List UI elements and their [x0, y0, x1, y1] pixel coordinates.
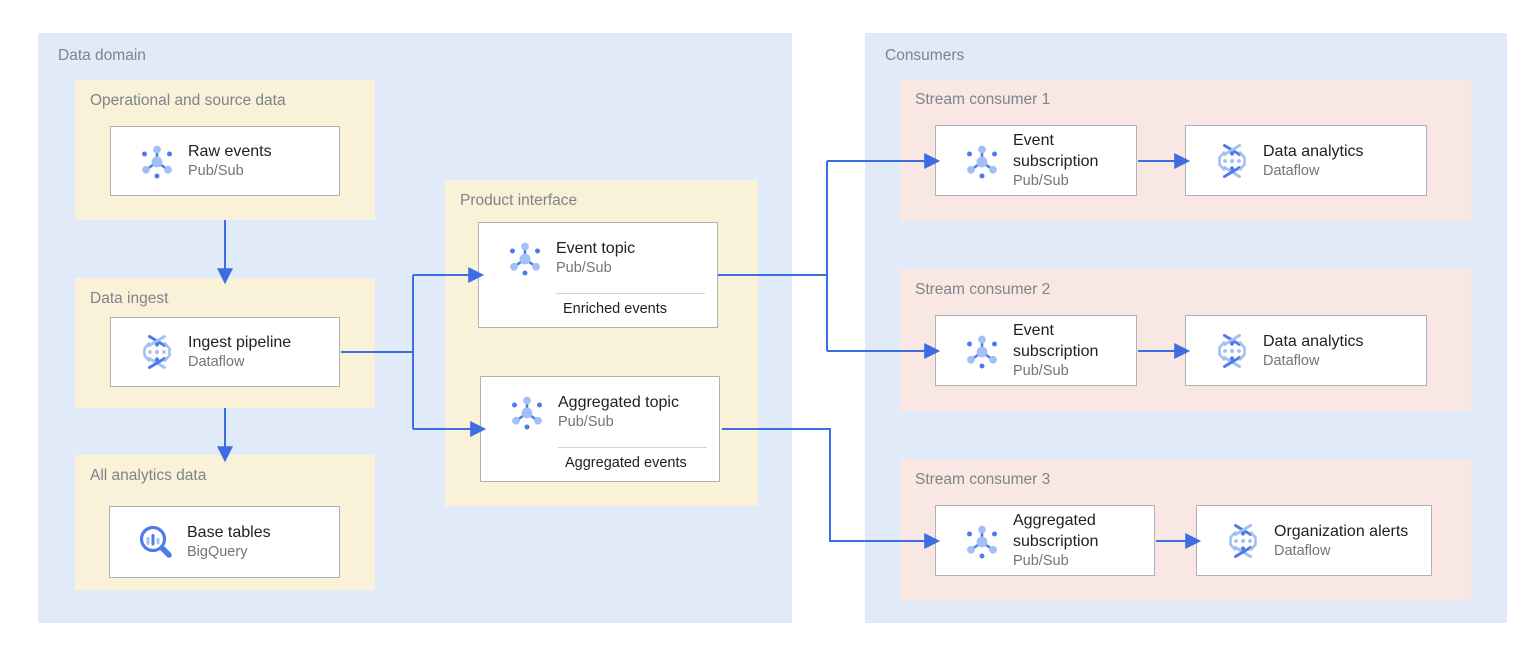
- card-title: Data analytics: [1263, 332, 1364, 350]
- card-note: Enriched events: [563, 301, 667, 317]
- pubsub-icon: [505, 238, 545, 278]
- card-event-topic: Event topic Pub/Sub Enriched events: [478, 222, 718, 328]
- group-label: Stream consumer 3: [915, 471, 1051, 488]
- card-organization-alerts: Organization alerts Dataflow: [1196, 505, 1432, 576]
- card-subtitle: Dataflow: [188, 354, 245, 370]
- card-title: Ingest pipeline: [188, 334, 292, 351]
- bigquery-icon: [136, 522, 176, 562]
- card-subtitle: Dataflow: [1263, 162, 1320, 179]
- card-base-tables: Base tables BigQuery: [109, 506, 340, 578]
- pubsub-icon: [962, 141, 1002, 181]
- card-title: Organization alerts: [1274, 522, 1409, 540]
- card-subtitle: Pub/Sub: [558, 414, 614, 430]
- pubsub-icon: [507, 392, 547, 432]
- group-label: Operational and source data: [90, 92, 286, 109]
- card-data-analytics-2: Data analytics Dataflow: [1185, 315, 1427, 386]
- card-note: Aggregated events: [565, 455, 687, 471]
- group-label: Stream consumer 1: [915, 91, 1051, 108]
- card-event-subscription-1: Event subscription Pub/Sub: [935, 125, 1137, 196]
- card-data-analytics-1: Data analytics Dataflow: [1185, 125, 1427, 196]
- dataflow-icon: [137, 332, 177, 372]
- card-aggregated-topic: Aggregated topic Pub/Sub Aggregated even…: [480, 376, 720, 482]
- card-subtitle: Pub/Sub: [1013, 553, 1069, 569]
- card-subtitle: Dataflow: [1274, 542, 1331, 559]
- card-divider: [558, 447, 707, 448]
- pubsub-icon: [137, 141, 177, 181]
- consumers-label: Consumers: [885, 47, 965, 64]
- card-subtitle: Pub/Sub: [1013, 363, 1069, 379]
- group-label: Product interface: [460, 192, 578, 209]
- group-label: All analytics data: [90, 467, 207, 484]
- card-title: Aggregated subscription: [1013, 512, 1099, 550]
- card-title: Data analytics: [1263, 142, 1364, 160]
- card-aggregated-subscription: Aggregated subscription Pub/Sub: [935, 505, 1155, 576]
- dataflow-icon: [1212, 331, 1252, 371]
- pubsub-icon: [962, 331, 1002, 371]
- card-subtitle: Pub/Sub: [1013, 173, 1069, 189]
- group-label: Data ingest: [90, 290, 169, 307]
- pubsub-icon: [962, 521, 1002, 561]
- card-title: Event topic: [556, 240, 636, 257]
- card-raw-events: Raw events Pub/Sub: [110, 126, 340, 196]
- card-title: Base tables: [187, 524, 271, 541]
- dataflow-icon: [1223, 521, 1263, 561]
- card-title: Raw events: [188, 143, 272, 160]
- card-subtitle: Pub/Sub: [556, 260, 612, 276]
- data-domain-label: Data domain: [58, 47, 146, 64]
- card-divider: [556, 293, 705, 294]
- card-subtitle: Dataflow: [1263, 352, 1320, 369]
- group-label: Stream consumer 2: [915, 281, 1051, 298]
- card-subtitle: Pub/Sub: [188, 163, 244, 179]
- card-ingest-pipeline: Ingest pipeline Dataflow: [110, 317, 340, 387]
- card-title: Event subscription: [1013, 132, 1099, 170]
- card-event-subscription-2: Event subscription Pub/Sub: [935, 315, 1137, 386]
- card-title: Aggregated topic: [558, 394, 679, 411]
- dataflow-icon: [1212, 141, 1252, 181]
- card-title: Event subscription: [1013, 322, 1099, 360]
- card-subtitle: BigQuery: [187, 544, 248, 560]
